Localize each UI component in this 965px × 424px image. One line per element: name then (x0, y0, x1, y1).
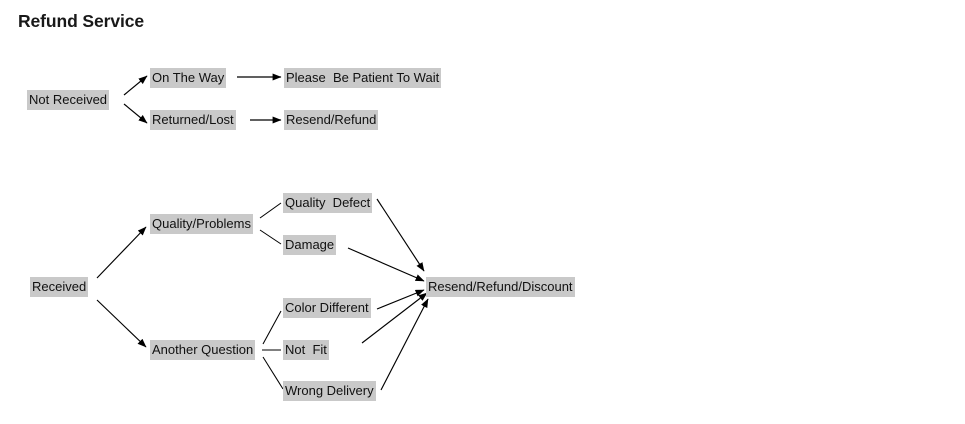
edge-damage-to-resend-refund-discount (347, 247, 425, 282)
node-on-the-way[interactable]: On The Way (150, 68, 227, 88)
node-returned-lost[interactable]: Returned/Lost (150, 110, 236, 130)
node-not-fit[interactable]: Not Fit (283, 340, 329, 360)
node-resend-refund[interactable]: Resend/Refund (284, 110, 379, 130)
edge-quality-problems-to-damage (259, 229, 282, 245)
edge-color-different-to-resend-refund-discount (376, 289, 425, 310)
edge-not-received-to-on-the-way (123, 75, 148, 96)
edge-wrong-delivery-to-resend-refund-discount (380, 298, 429, 391)
edge-received-to-another-question (96, 299, 147, 348)
node-please-be-patient-to-wait[interactable]: Please Be Patient To Wait (284, 68, 442, 88)
edge-not-received-to-returned-lost (123, 103, 148, 124)
edge-quality-defect-to-resend-refund-discount (376, 198, 425, 272)
edge-another-question-to-color-different (262, 310, 282, 345)
node-another-question[interactable]: Another Question (150, 340, 256, 360)
edge-not-fit-to-resend-refund-discount (361, 292, 428, 344)
node-damage[interactable]: Damage (283, 235, 337, 255)
edge-another-question-to-wrong-delivery (262, 356, 284, 390)
page-title: Refund Service (18, 11, 145, 31)
node-quality-problems[interactable]: Quality/Problems (150, 214, 253, 234)
node-resend-refund-discount[interactable]: Resend/Refund/Discount (426, 277, 575, 297)
node-color-different[interactable]: Color Different (283, 298, 371, 318)
edge-quality-problems-to-quality-defect (259, 202, 282, 219)
node-wrong-delivery[interactable]: Wrong Delivery (283, 381, 376, 401)
node-received[interactable]: Received (30, 277, 89, 297)
node-not-received[interactable]: Not Received (27, 90, 110, 110)
node-quality-defect[interactable]: Quality Defect (283, 193, 373, 213)
edge-received-to-quality-problems (96, 226, 147, 279)
